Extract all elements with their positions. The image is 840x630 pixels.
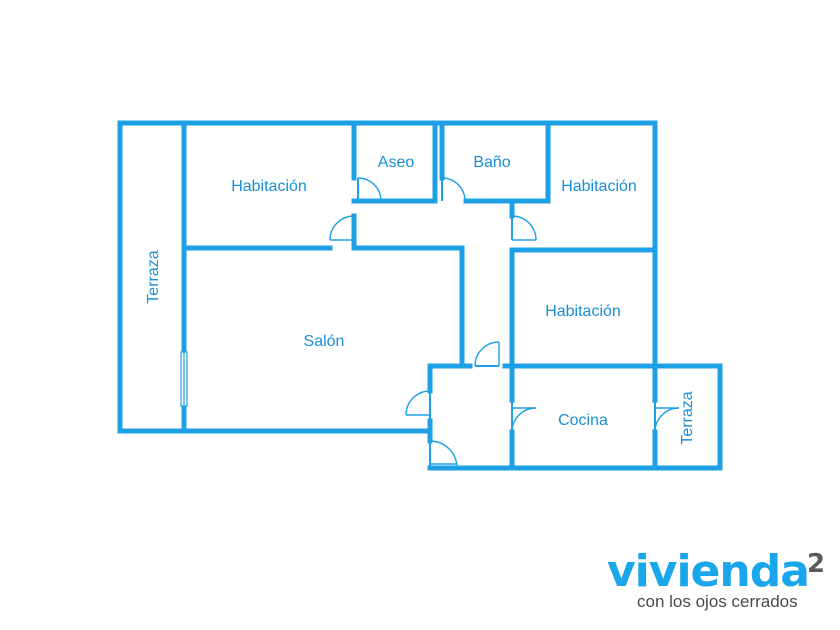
label-terraza-right: Terraza bbox=[679, 391, 696, 444]
label-terraza-left: Terraza bbox=[145, 250, 162, 303]
door-corridor[interactable] bbox=[474, 341, 500, 367]
label-habitacion-top-left: Habitación bbox=[231, 178, 307, 195]
door-cocina[interactable] bbox=[511, 400, 537, 433]
logo-wordmark: vivienda bbox=[607, 546, 810, 597]
logo-superscript: 2 bbox=[807, 549, 826, 579]
label-aseo: Aseo bbox=[378, 154, 415, 171]
label-bano: Baño bbox=[473, 154, 510, 171]
door-entrance[interactable] bbox=[429, 440, 458, 469]
label-habitacion-mid-right: Habitación bbox=[545, 303, 621, 320]
logo-tagline: con los ojos cerrados bbox=[637, 592, 798, 611]
door-habitacion-1[interactable] bbox=[329, 215, 355, 241]
walls bbox=[117, 120, 723, 471]
doors bbox=[329, 177, 680, 469]
vivienda2-logo: vivienda 2 con los ojos cerrados bbox=[607, 548, 837, 618]
door-terraza-right[interactable] bbox=[654, 400, 680, 433]
door-aseo[interactable] bbox=[357, 177, 382, 202]
label-salon: Salón bbox=[304, 333, 345, 350]
label-habitacion-top-right: Habitación bbox=[561, 178, 637, 195]
door-habitacion-2[interactable] bbox=[511, 215, 537, 241]
door-salon[interactable] bbox=[405, 390, 431, 421]
room-labels: Terraza Habitación Aseo Baño Habitación … bbox=[145, 154, 696, 445]
label-cocina: Cocina bbox=[558, 412, 608, 429]
door-bano[interactable] bbox=[441, 177, 466, 202]
window-terraza-left bbox=[180, 351, 188, 407]
